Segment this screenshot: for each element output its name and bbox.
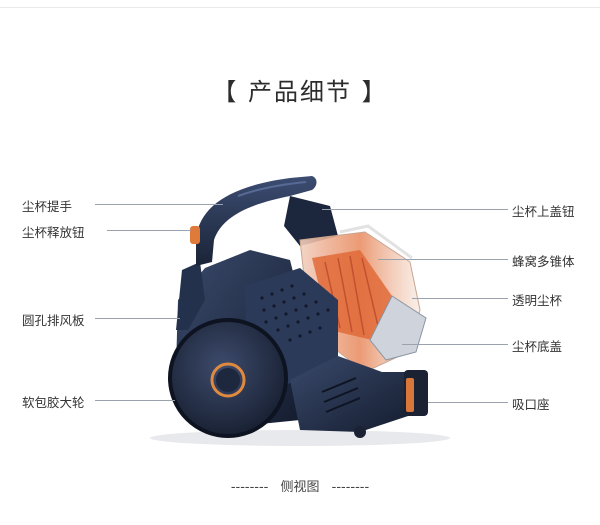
label-exhaust-grille: 圆孔排风板 — [22, 313, 85, 328]
dust-cup-lid — [284, 196, 338, 246]
label-cup-lid-button: 尘杯上盖钮 — [512, 204, 575, 219]
left-frame — [176, 262, 205, 330]
dust-cup-rim — [339, 224, 413, 260]
leader-line — [428, 402, 508, 403]
label-suction-inlet: 吸口座 — [512, 397, 550, 412]
label-dust-cup-release-button: 尘杯释放钮 — [22, 225, 85, 240]
leader-line — [95, 204, 223, 205]
label-rubber-wheel: 软包胶大轮 — [22, 395, 85, 410]
leader-line — [95, 318, 180, 319]
wheel-hub-ring — [210, 362, 246, 398]
release-button-shape — [190, 226, 200, 244]
lower-body — [290, 356, 414, 432]
label-transparent-cup: 透明尘杯 — [512, 293, 563, 308]
floor-shadow — [150, 430, 450, 446]
lower-vents — [321, 377, 361, 413]
leader-line — [412, 298, 508, 299]
leader-line — [322, 209, 508, 210]
handle — [196, 176, 317, 266]
page-title: 【 产品细节 】 — [212, 78, 388, 106]
leader-line — [107, 230, 191, 231]
label-cup-bottom-cover: 尘杯底盖 — [512, 339, 563, 354]
small-wheel — [354, 426, 366, 438]
big-wheel-rim — [168, 318, 288, 438]
caption-dashes-right: -------- — [331, 480, 370, 495]
exhaust-holes — [260, 284, 330, 342]
wheel-hub — [216, 368, 240, 392]
leader-line — [402, 344, 508, 345]
view-caption: -------- 侧视图 -------- — [0, 476, 600, 495]
label-honeycomb-cone: 蜂窝多锥体 — [512, 254, 575, 269]
caption-dashes-left: -------- — [230, 480, 269, 495]
suction-inlet-accent — [406, 378, 414, 412]
label-dust-cup-handle: 尘杯提手 — [22, 199, 73, 214]
caption-text: 侧视图 — [280, 480, 320, 495]
top-divider — [0, 7, 600, 8]
leader-line — [95, 400, 175, 401]
handle-grip — [237, 181, 307, 197]
leader-line — [378, 259, 508, 260]
